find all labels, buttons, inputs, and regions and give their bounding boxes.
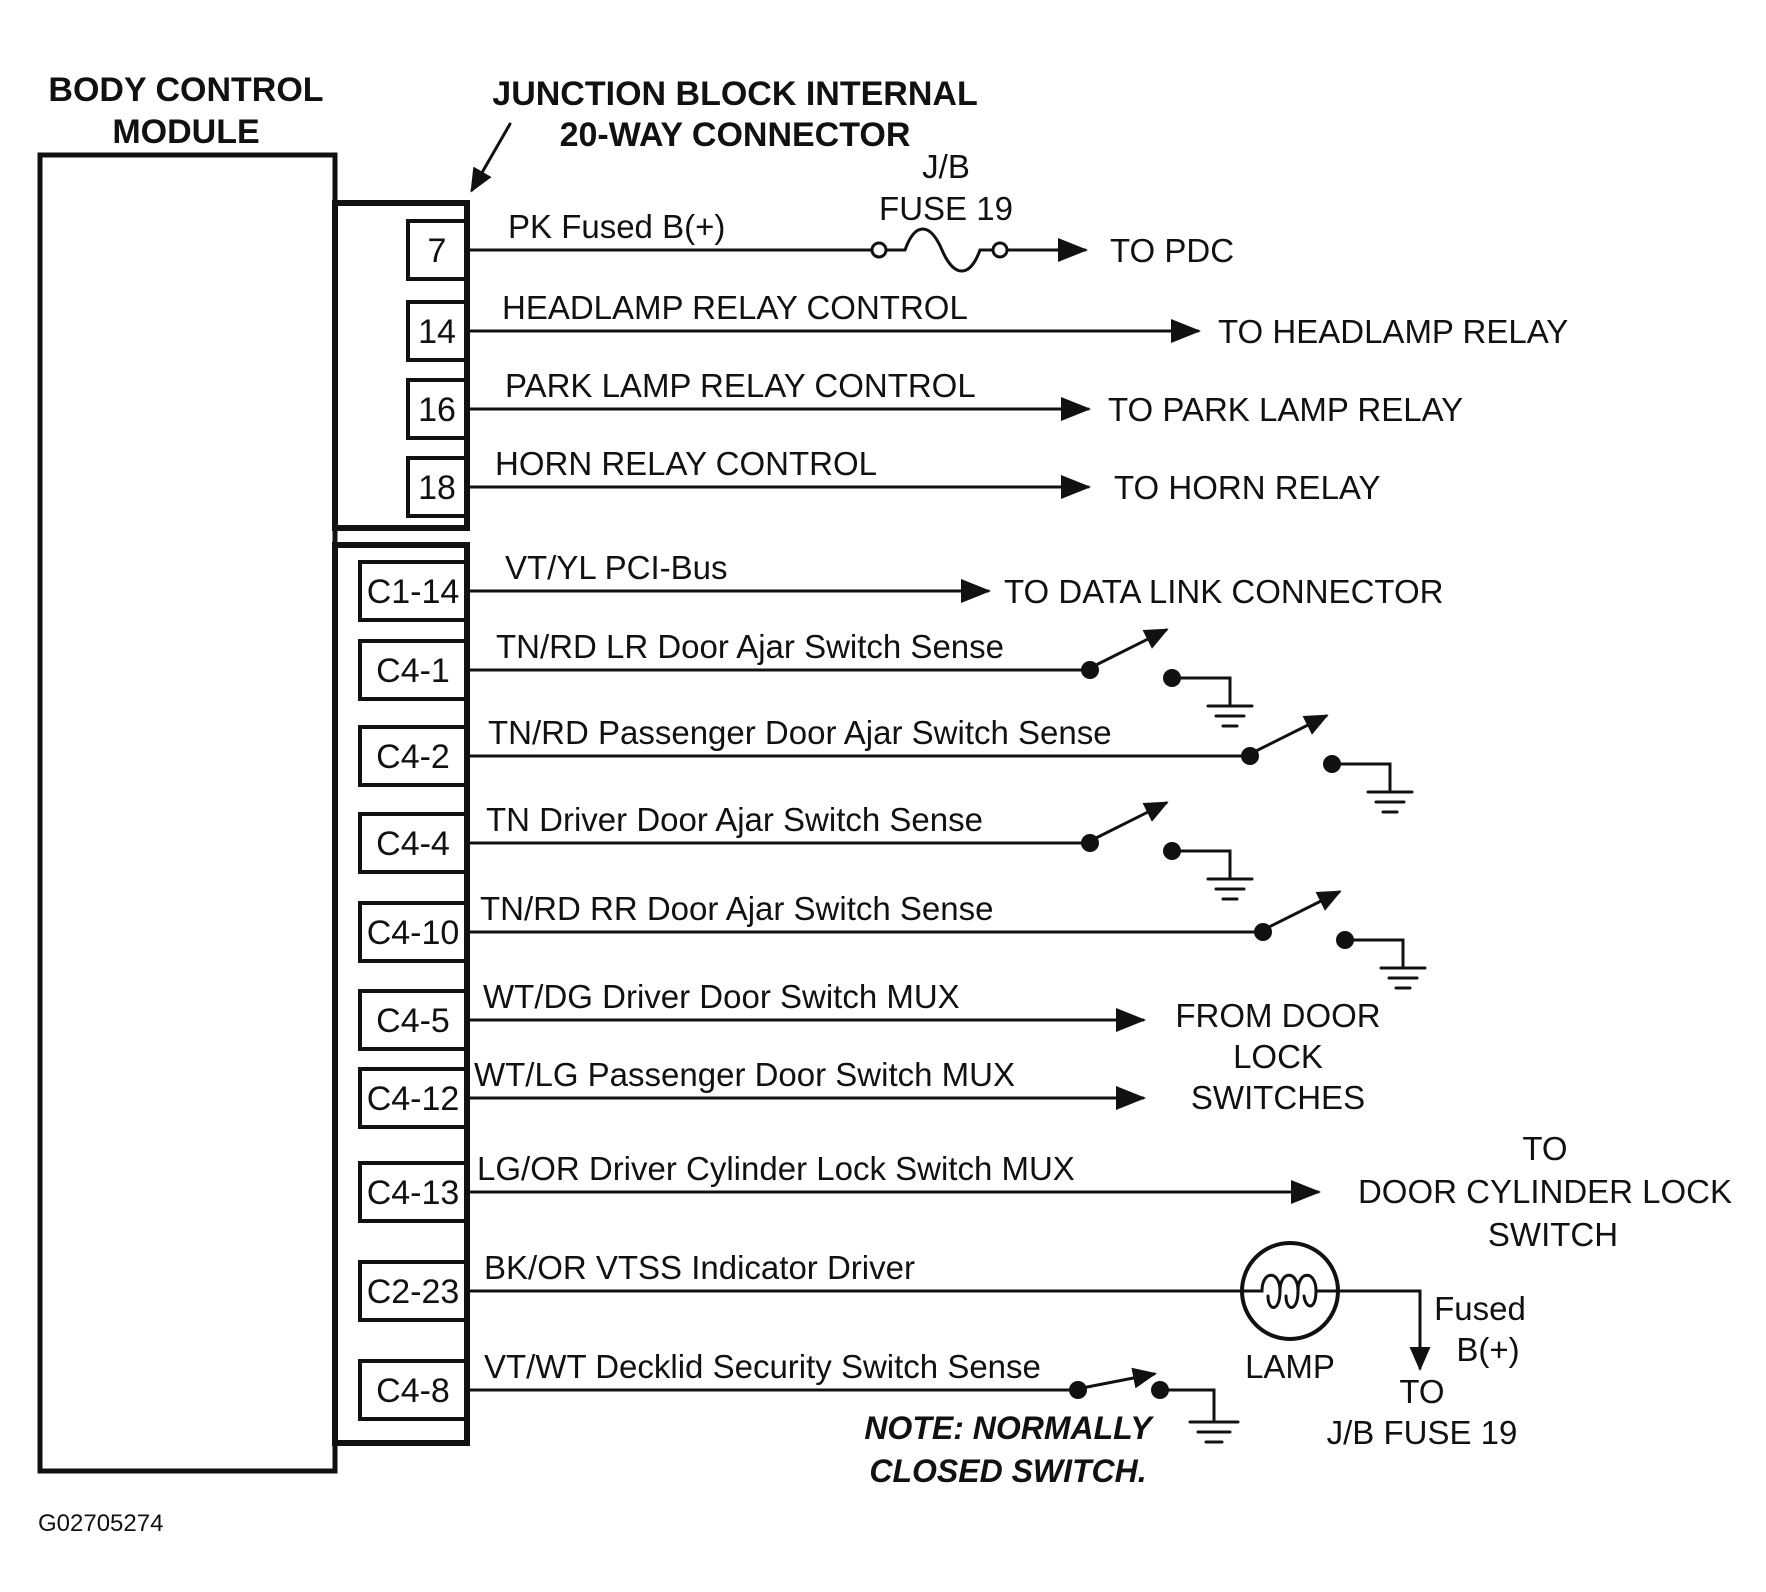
switch-arm-c4-10 <box>1265 890 1342 930</box>
door-lock-dest-line-2: LOCK <box>1233 1038 1323 1075</box>
bcm-title-line-1: BODY CONTROL <box>48 71 323 109</box>
wire-label-16: PARK LAMP RELAY CONTROL <box>505 367 976 404</box>
switch-arm-c4-2 <box>1252 714 1329 754</box>
note-line-2: CLOSED SWITCH. <box>869 1453 1146 1489</box>
pin-label-c2-23: C2-23 <box>367 1273 460 1311</box>
pin-box-c4-8 <box>358 1359 468 1421</box>
destination-14: TO HEADLAMP RELAY <box>1218 313 1568 350</box>
wire-label-c4-8: VT/WT Decklid Security Switch Sense <box>484 1348 1041 1385</box>
junction-title-line-1: JUNCTION BLOCK INTERNAL <box>492 75 977 113</box>
lamp-feed-line-1: Fused <box>1434 1290 1526 1327</box>
wire-label-c4-10: TN/RD RR Door Ajar Switch Sense <box>480 890 993 927</box>
wire-label-c4-12: WT/LG Passenger Door Switch MUX <box>474 1056 1015 1093</box>
nc-contact-c4-8 <box>1069 1381 1087 1399</box>
wire-label-c4-5: WT/DG Driver Door Switch MUX <box>483 978 960 1015</box>
wire-label-c4-13: LG/OR Driver Cylinder Lock Switch MUX <box>477 1150 1075 1187</box>
cylinder-dest-line-1: TO <box>1522 1130 1567 1167</box>
note-line-1: NOTE: NORMALLY <box>864 1410 1154 1446</box>
lamp-to-line-2: J/B FUSE 19 <box>1327 1414 1518 1451</box>
pin-label-7: 7 <box>428 232 447 270</box>
cylinder-dest-line-2: DOOR CYLINDER LOCK <box>1358 1173 1732 1210</box>
pin-label-14: 14 <box>418 313 456 351</box>
ground-lead-c4-1 <box>1170 676 1232 706</box>
pin-label-c4-8: C4-8 <box>376 1372 450 1410</box>
pin-label-c4-1: C4-1 <box>376 652 450 690</box>
ground-lead-c4-10 <box>1343 938 1405 968</box>
destination-c1-14: TO DATA LINK CONNECTOR <box>1004 573 1443 610</box>
lamp-symbol <box>1240 1241 1340 1341</box>
pin-label-18: 18 <box>418 469 456 507</box>
circuit-group: 7 PK Fused B(+) TO PDC 14 HEADLAMP RELAY CON… <box>358 208 1568 1444</box>
wire-label-c4-4: TN Driver Door Ajar Switch Sense <box>486 801 983 838</box>
wire-label-c4-1: TN/RD LR Door Ajar Switch Sense <box>496 628 1004 665</box>
wire-label-14: HEADLAMP RELAY CONTROL <box>502 289 968 326</box>
fuse-label-line-2: FUSE 19 <box>879 190 1013 227</box>
junction-title-line-2: 20-WAY CONNECTOR <box>560 116 911 154</box>
pin-box-c4-5 <box>358 989 468 1051</box>
pin-box-7 <box>406 219 468 281</box>
destination-18: TO HORN RELAY <box>1114 469 1381 506</box>
wire-label-7: PK Fused B(+) <box>508 208 725 245</box>
body-control-module-box <box>37 152 338 1474</box>
ground-lead-c4-4 <box>1170 849 1232 879</box>
lamp-label: LAMP <box>1245 1348 1335 1385</box>
door-lock-dest-line-1: FROM DOOR <box>1175 997 1380 1034</box>
destination-16: TO PARK LAMP RELAY <box>1108 391 1463 428</box>
cylinder-dest-line-3: SWITCH <box>1488 1216 1618 1253</box>
switch-arm-c4-1 <box>1092 628 1169 668</box>
pin-label-c4-5: C4-5 <box>376 1002 450 1040</box>
figure-code: G02705274 <box>38 1510 163 1537</box>
pin-label-c4-12: C4-12 <box>367 1080 460 1118</box>
pin-label-c4-4: C4-4 <box>376 825 450 863</box>
pin-label-c1-14: C1-14 <box>367 573 460 611</box>
lamp-to-line-1: TO <box>1399 1373 1444 1410</box>
door-lock-dest-line-3: SWITCHES <box>1191 1079 1365 1116</box>
nc-arm-c4-8 <box>1080 1367 1157 1390</box>
destination-7: TO PDC <box>1110 232 1234 269</box>
pin-label-16: 16 <box>418 391 456 429</box>
bcm-title-line-2: MODULE <box>112 113 259 151</box>
switch-arm-c4-4 <box>1092 801 1169 841</box>
junction-pointer-arrow <box>470 122 512 193</box>
pin-label-c4-2: C4-2 <box>376 738 450 776</box>
fuse-symbol <box>870 227 1088 273</box>
lamp-feed-line-2: B(+) <box>1456 1331 1519 1368</box>
nc-ground-lead-c4-8 <box>1158 1388 1216 1422</box>
pin-label-c4-10: C4-10 <box>367 914 460 952</box>
ground-lead-c4-2 <box>1330 762 1392 792</box>
pin-box-c4-4 <box>358 812 468 874</box>
wire-label-c1-14: VT/YL PCI-Bus <box>505 549 728 586</box>
pin-box-c4-10 <box>358 901 468 963</box>
wire-label-c2-23: BK/OR VTSS Indicator Driver <box>484 1249 915 1286</box>
wire-label-c4-2: TN/RD Passenger Door Ajar Switch Sense <box>488 714 1112 751</box>
fuse-label-line-1: J/B <box>922 148 970 185</box>
wire-label-18: HORN RELAY CONTROL <box>495 445 877 482</box>
lamp-feed-wire <box>1336 1289 1431 1371</box>
pin-label-c4-13: C4-13 <box>367 1174 460 1212</box>
pin-box-18 <box>406 456 468 518</box>
